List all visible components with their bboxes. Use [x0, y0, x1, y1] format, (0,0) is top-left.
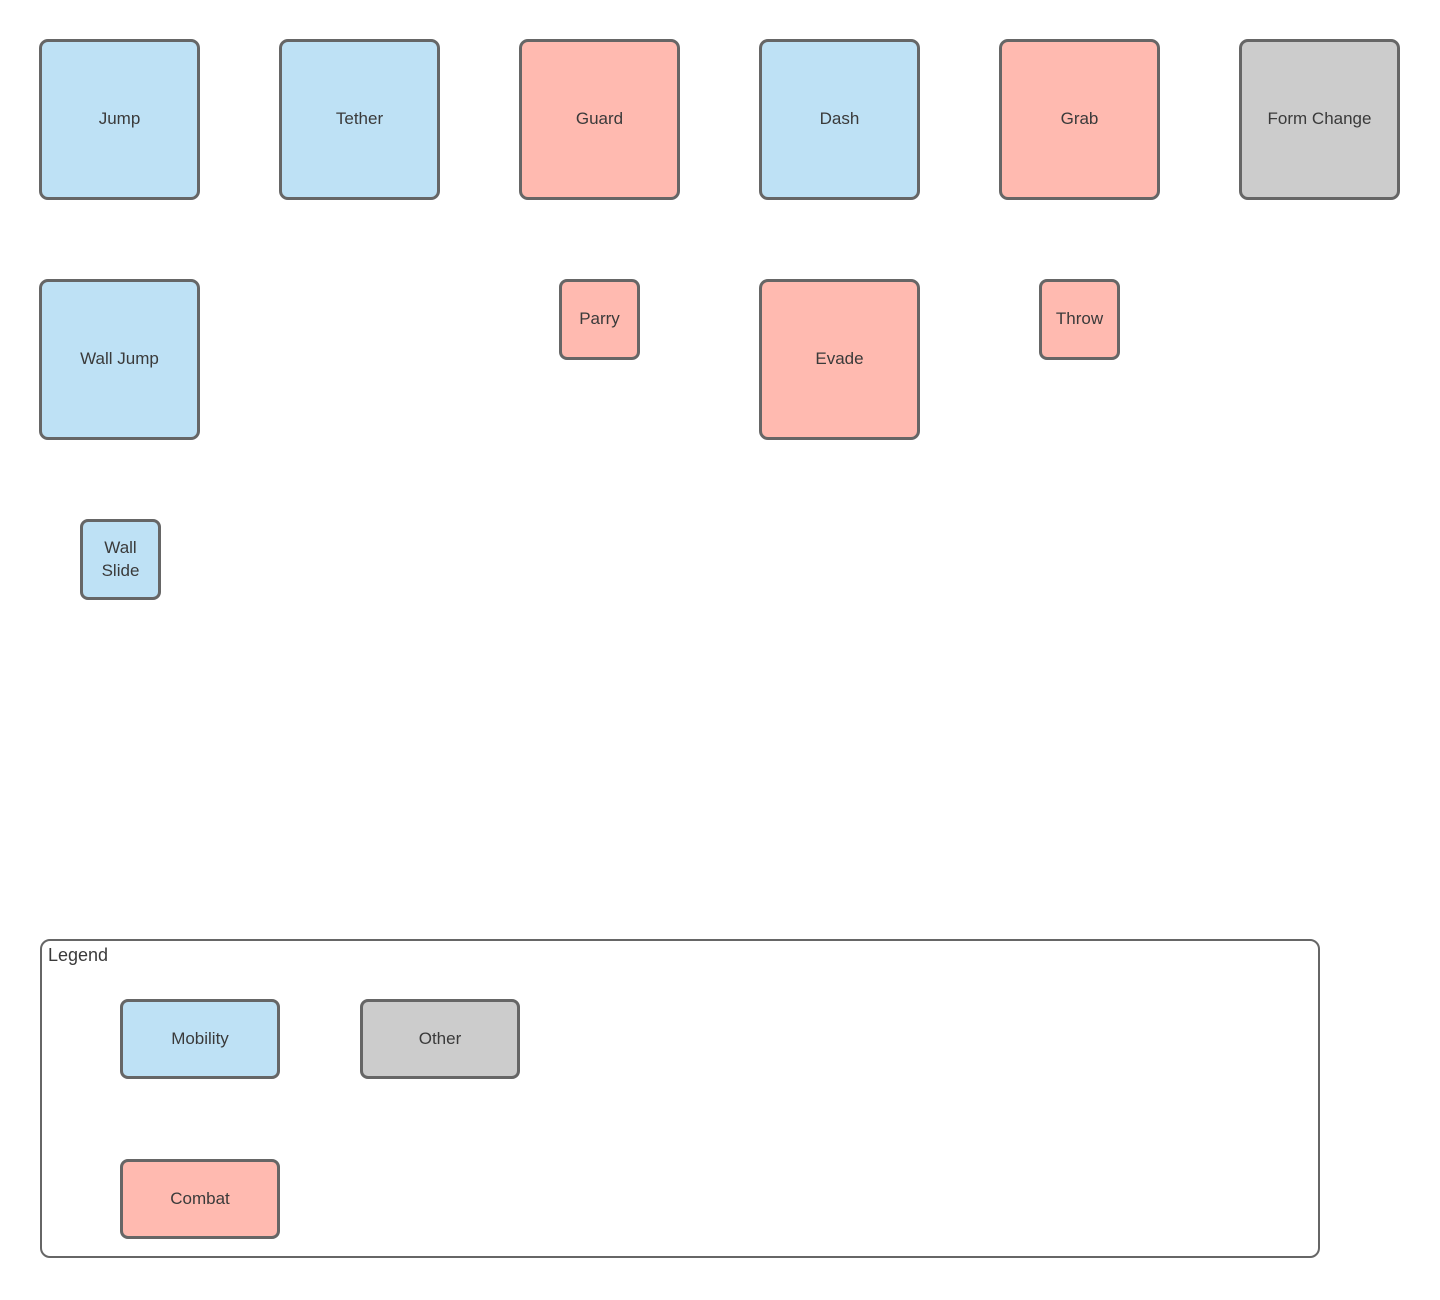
legend-item-combat[interactable]: Combat — [120, 1159, 280, 1239]
node-jump[interactable]: Jump — [39, 39, 200, 200]
node-label: Dash — [819, 109, 860, 129]
legend-item-label: Mobility — [171, 1028, 229, 1048]
node-label: Wall Slide — [101, 537, 140, 580]
node-label: Wall Jump — [80, 349, 159, 369]
node-dash[interactable]: Dash — [759, 39, 920, 200]
legend-item-label: Combat — [170, 1188, 230, 1208]
legend-item-label: Other — [418, 1028, 462, 1048]
legend-title: Legend — [48, 945, 109, 965]
node-wall-slide[interactable]: Wall Slide — [80, 519, 161, 600]
node-label: Guard — [575, 109, 624, 129]
node-grab[interactable]: Grab — [999, 39, 1160, 200]
node-label: Tether — [335, 109, 384, 129]
node-label: Form Change — [1267, 109, 1372, 129]
node-evade[interactable]: Evade — [759, 279, 920, 440]
node-guard[interactable]: Guard — [519, 39, 680, 200]
node-label: Jump — [98, 109, 141, 129]
node-form-change[interactable]: Form Change — [1239, 39, 1400, 200]
node-label: Parry — [579, 309, 620, 329]
legend-item-other[interactable]: Other — [360, 999, 520, 1079]
node-label: Evade — [815, 349, 864, 369]
node-tether[interactable]: Tether — [279, 39, 440, 200]
node-throw[interactable]: Throw — [1039, 279, 1120, 360]
legend-item-mobility[interactable]: Mobility — [120, 999, 280, 1079]
node-label: Throw — [1055, 309, 1104, 329]
node-wall-jump[interactable]: Wall Jump — [39, 279, 200, 440]
node-parry[interactable]: Parry — [559, 279, 640, 360]
node-label: Grab — [1060, 109, 1099, 129]
